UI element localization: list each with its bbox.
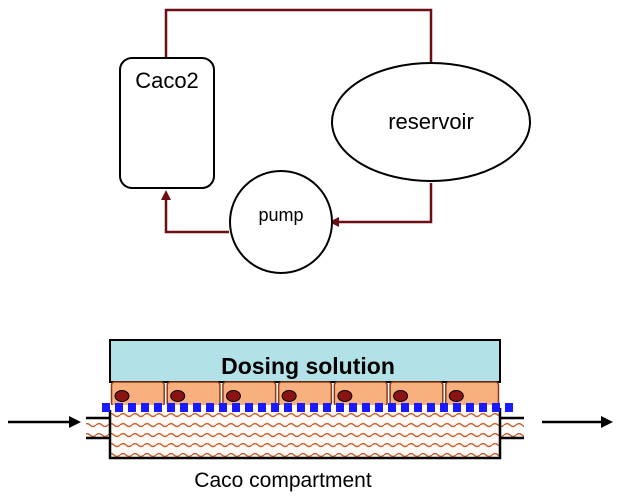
membrane-pore [206,403,214,412]
membrane-pore [414,403,422,412]
membrane-pore [232,403,240,412]
dosing-solution-box [109,339,501,383]
membrane-pore [297,403,305,412]
membrane-pore [375,403,383,412]
membrane-pore [180,403,188,412]
cell-nucleus [114,390,130,402]
compartment-medium [110,408,500,458]
reservoir-label: reservoir [388,109,474,134]
flow-line-pump-to-caco2 [161,190,229,234]
membrane-pore [336,403,344,412]
pump-label: pump [258,205,303,225]
membrane-pore [219,403,227,412]
pump-node [229,170,333,274]
cell-nucleus [225,390,241,402]
membrane-pore [388,403,396,412]
caco2-label: Caco2 [135,68,199,93]
flow-line-caco2-to-reservoir [164,8,436,85]
inlet-channel [86,418,110,438]
cell-nucleus [393,390,409,402]
membrane-pore [271,403,279,412]
cell-nucleus [281,390,297,402]
outlet-channel [500,418,524,438]
membrane-pore [167,403,175,412]
cell-nucleus [170,390,186,402]
membrane-pore [310,403,318,412]
membrane-pore [427,403,435,412]
cell-monolayer [110,381,500,407]
membrane-pore [505,403,513,412]
membrane-pore [401,403,409,412]
membrane-pore [115,403,123,412]
membrane-pore [193,403,201,412]
caco-compartment-label: Caco compartment [194,469,372,492]
membrane-pore [141,403,149,412]
membrane-pore [323,403,331,412]
membrane-pore [154,403,162,412]
membrane-pore [258,403,266,412]
caco2-node [119,57,215,189]
porous-membrane [102,403,513,412]
membrane-pore [128,403,136,412]
membrane-pore [453,403,461,412]
membrane-pore [349,403,357,412]
compartment-outline [86,408,524,460]
membrane-pore [492,403,500,412]
cell-nucleus [448,390,464,402]
membrane-pore [440,403,448,412]
membrane-pore [102,403,110,412]
dosing-solution-label: Dosing solution [221,353,395,379]
cell-nucleus [337,390,353,402]
membrane-pore [466,403,474,412]
membrane-pore [362,403,370,412]
membrane-pore [284,403,292,412]
flow-line-reservoir-to-pump [329,183,433,227]
membrane-pore [245,403,253,412]
reservoir-node [331,62,531,182]
membrane-pore [479,403,487,412]
